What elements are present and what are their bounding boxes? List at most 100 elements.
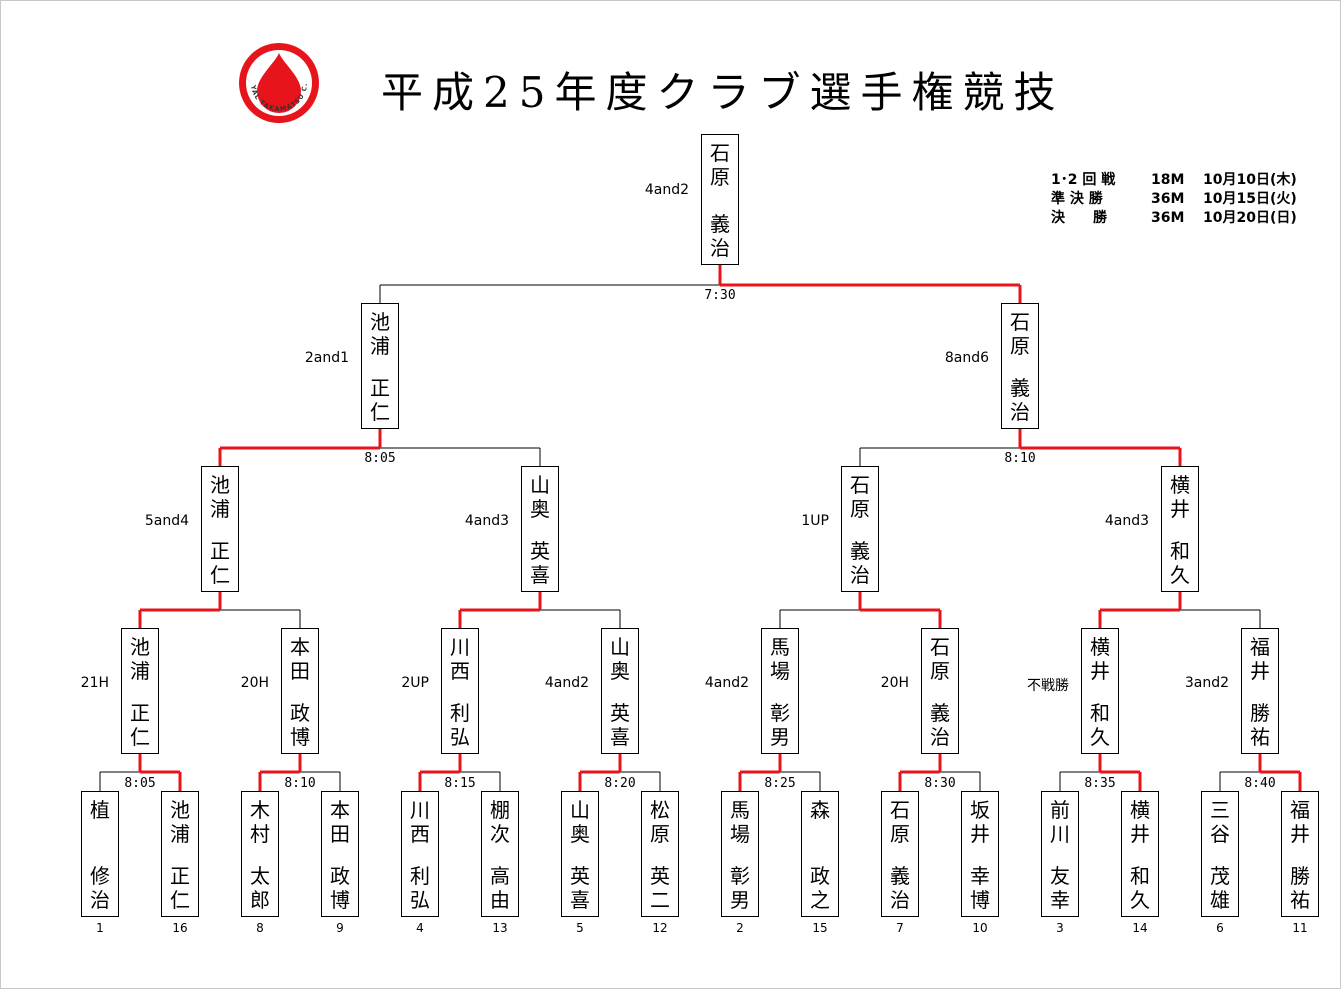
match-result: 5and4 [144,513,189,529]
match-result: 3and2 [1184,675,1229,691]
player-surname: 川西 [450,635,470,683]
player-box-round1: 森政之 [801,791,839,917]
seed-number: 10 [972,921,988,935]
schedule-round: 準 決 勝 [1051,191,1103,207]
player-box-round2: 福井勝祐 [1241,628,1279,754]
player-given-name: 政博 [290,701,310,749]
seed-number: 15 [812,921,828,935]
match-result: 2UP [401,675,429,691]
player-box-round3: 池浦正仁 [201,466,239,592]
seed-number: 4 [416,921,424,935]
seed-number: 11 [1292,921,1308,935]
page-title: 平成25年度クラブ選手権競技 [381,68,1065,117]
player-surname: 池浦 [370,310,390,358]
match-result: 4and3 [1104,513,1149,529]
player-surname: 本田 [290,635,310,683]
player-surname: 植 [90,798,110,822]
match-result: 不戦勝 [1027,678,1069,694]
match-result: 4and2 [644,182,689,198]
player-surname: 山奥 [610,635,630,683]
schedule-holes: 18M [1151,172,1185,188]
tee-time: 8:20 [602,776,638,791]
schedule-date: 10月15日(火) [1203,191,1297,207]
player-box-semifinal: 池浦正仁 [361,303,399,429]
player-given-name: 義治 [710,212,730,260]
player-surname: 前川 [1050,798,1070,846]
player-surname: 福井 [1290,798,1310,846]
player-box-round1: 川西利弘 [401,791,439,917]
player-given-name: 勝祐 [1250,701,1270,749]
player-surname: 山奥 [530,473,550,521]
schedule-round: 決 勝 [1051,210,1107,226]
player-given-name: 茂雄 [1210,864,1230,912]
player-box-round1: 松原英二 [641,791,679,917]
tee-time: 8:35 [1082,776,1118,791]
player-surname: 松原 [650,798,670,846]
player-box-round1: 木村太郎 [241,791,279,917]
player-given-name: 英喜 [610,701,630,749]
player-surname: 石原 [1010,310,1030,358]
player-surname: 池浦 [210,473,230,521]
player-box-round2: 池浦正仁 [121,628,159,754]
tee-time: 8:10 [1002,451,1038,466]
club-logo: ROYAL TAKAMATSU C.C. [234,35,321,125]
schedule-date: 10月20日(日) [1203,210,1297,226]
player-given-name: 政之 [810,864,830,912]
player-surname: 池浦 [130,635,150,683]
player-box-round3: 横井和久 [1161,466,1199,592]
player-given-name: 英二 [650,864,670,912]
match-result: 4and2 [544,675,589,691]
player-surname: 坂井 [970,798,990,846]
player-surname: 福井 [1250,635,1270,683]
player-given-name: 和久 [1170,539,1190,587]
seed-number: 8 [256,921,264,935]
tee-time: 8:25 [762,776,798,791]
match-result: 20H [240,675,269,691]
player-given-name: 幸博 [970,864,990,912]
player-surname: 石原 [850,473,870,521]
tee-time: 8:15 [442,776,478,791]
player-box-round1: 本田政博 [321,791,359,917]
match-result: 20H [880,675,909,691]
player-box-semifinal: 石原義治 [1001,303,1039,429]
player-given-name: 英喜 [570,864,590,912]
player-given-name: 勝祐 [1290,864,1310,912]
player-surname: 本田 [330,798,350,846]
player-surname: 石原 [890,798,910,846]
player-box-round1: 前川友幸 [1041,791,1079,917]
player-given-name: 修治 [90,864,110,912]
schedule-round: 1･2 回 戦 [1051,172,1116,188]
player-given-name: 義治 [850,539,870,587]
player-box-round2: 馬場彰男 [761,628,799,754]
player-surname: 山奥 [570,798,590,846]
player-surname: 三谷 [1210,798,1230,846]
player-given-name: 彰男 [730,864,750,912]
tee-time: 7:30 [702,288,738,303]
player-box-round2: 横井和久 [1081,628,1119,754]
player-box-champion: 石原義治 [701,134,739,265]
seed-number: 6 [1216,921,1224,935]
tee-time: 8:05 [362,451,398,466]
player-surname: 池浦 [170,798,190,846]
seed-number: 12 [652,921,668,935]
player-given-name: 友幸 [1050,864,1070,912]
match-result: 4and2 [704,675,749,691]
seed-number: 5 [576,921,584,935]
tee-time: 8:10 [282,776,318,791]
player-given-name: 利弘 [410,864,430,912]
seed-number: 14 [1132,921,1148,935]
player-box-round1: 植修治 [81,791,119,917]
tee-time: 8:05 [122,776,158,791]
player-surname: 馬場 [730,798,750,846]
player-given-name: 正仁 [370,376,390,424]
match-result: 1UP [801,513,829,529]
player-given-name: 正仁 [210,539,230,587]
player-surname: 馬場 [770,635,790,683]
seed-number: 16 [172,921,188,935]
schedule-holes: 36M [1151,191,1185,207]
seed-number: 3 [1056,921,1064,935]
tee-time: 8:30 [922,776,958,791]
